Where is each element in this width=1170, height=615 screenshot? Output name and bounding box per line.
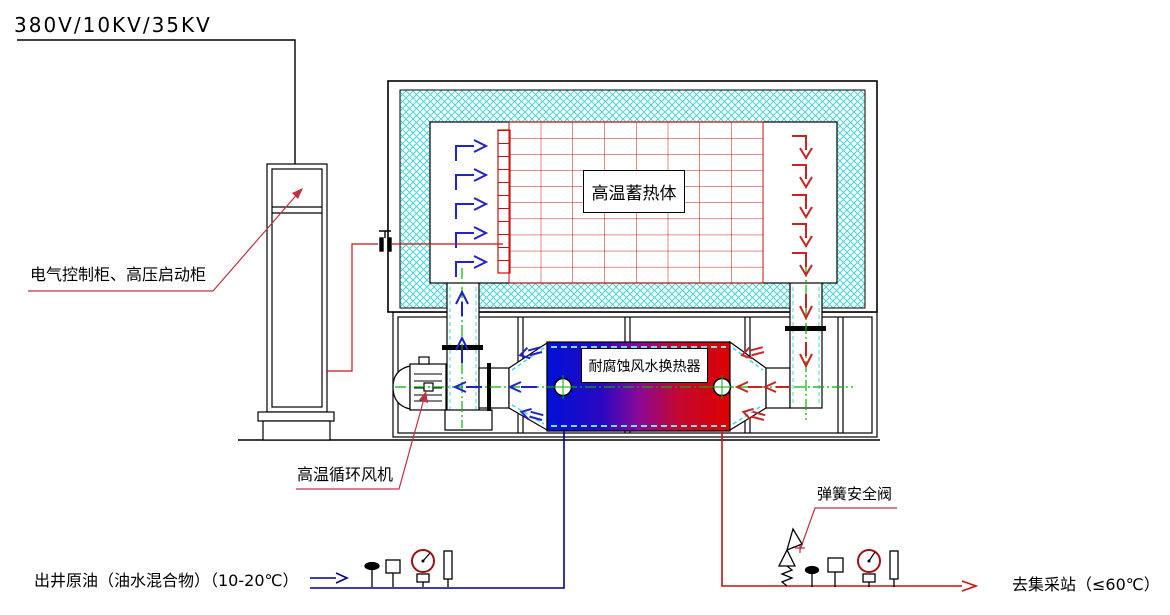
flex-joint-bar	[487, 363, 491, 411]
control-cabinet	[257, 163, 335, 441]
exchanger-ports	[551, 375, 734, 399]
oil-inlet-label: 出井原油（油水混合物）（10-20℃）	[34, 571, 299, 590]
cold-airflow-elbow-arrows	[455, 139, 489, 277]
inlet-thermometer	[443, 550, 453, 587]
inlet-pressure-gauge	[411, 549, 435, 587]
oil-inlet-pipe	[310, 431, 565, 589]
heater-isolator-valve	[379, 230, 392, 252]
heater-power-wire	[327, 243, 503, 372]
heater-element-strip	[497, 129, 511, 274]
power-feed-line	[17, 39, 296, 164]
exchanger-airflow-arrows	[452, 346, 790, 421]
thermal-storage-label: 高温蓄热体	[583, 170, 685, 213]
outlet-pressure-gauge	[857, 549, 881, 587]
inlet-valve	[364, 561, 380, 587]
inlet-instruments	[364, 549, 453, 587]
duct-down-arrows	[799, 294, 813, 369]
outlet-instruments	[777, 527, 899, 587]
circulation-fan-label: 高温循环风机	[297, 465, 394, 484]
duct-up-arrows	[455, 289, 469, 363]
leader-arrowhead-cabinet	[292, 188, 303, 199]
hot-airflow-elbow-arrows	[792, 135, 813, 277]
spring-safety-valve	[777, 527, 803, 587]
outlet-thermometer	[889, 550, 899, 587]
oil-outlet-label: 去集采站（≤60℃）	[1012, 575, 1160, 594]
leader-lines	[28, 188, 897, 553]
control-cabinet-label: 电气控制柜、高压启动柜	[30, 265, 207, 284]
outlet-transmitter	[827, 557, 844, 587]
inlet-transmitter	[385, 559, 401, 587]
safety-valve-label: 弹簧安全阀	[817, 485, 893, 503]
power-supply-label: 380V/10KV/35KV	[14, 13, 212, 37]
oil-outlet-pipe	[721, 431, 979, 592]
outlet-valve	[804, 565, 820, 587]
heat-exchanger-label: 耐腐蚀风水换热器	[581, 348, 708, 383]
leader-arrowhead-fan	[419, 391, 428, 403]
